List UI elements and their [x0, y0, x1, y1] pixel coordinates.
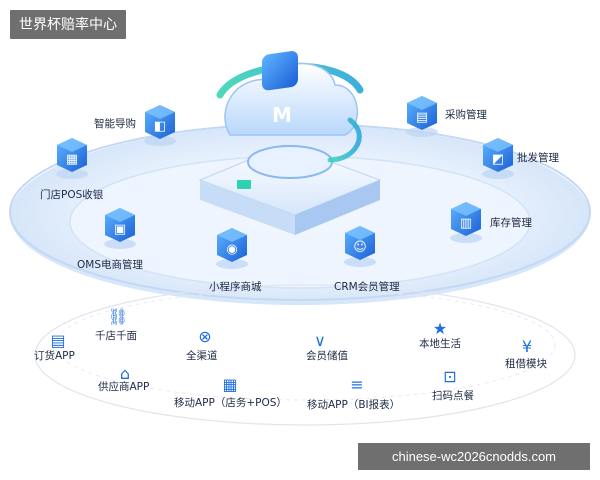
calculator-icon: ▦ — [222, 375, 237, 394]
scan-icon: ⊡ — [443, 367, 456, 386]
svg-text:¥: ¥ — [522, 337, 532, 356]
feature-label: 扫码点餐 — [432, 390, 474, 402]
stored-value-icon: ∨ — [314, 331, 326, 350]
central-platform — [198, 144, 382, 235]
feature-label: 千店千面 — [95, 330, 137, 342]
supplier-icon: ⌂ — [120, 364, 130, 383]
module-label: 采购管理 — [445, 109, 487, 121]
wholesale-icon: ◩ — [482, 138, 514, 179]
feature-clipboard: ▤ — [47, 329, 69, 356]
rental-icon: ¥ — [522, 337, 532, 356]
feature-rental: ¥ — [516, 335, 538, 362]
module-label: 库存管理 — [490, 217, 532, 229]
omnichannel-icon: ⊗ — [198, 327, 211, 346]
center-logo-text: M — [272, 103, 292, 127]
star-icon: ★ — [433, 319, 447, 338]
feature-label: 移动APP（店务+POS） — [174, 397, 287, 409]
feature-label: 会员储值 — [306, 350, 348, 362]
inventory-icon: ▥ — [450, 202, 482, 243]
feature-star: ★ — [429, 317, 451, 344]
module-wholesale: ◩ — [481, 136, 515, 185]
cloud-logo: M — [216, 51, 364, 163]
svg-text:◉: ◉ — [226, 242, 237, 257]
watermark-bottom: chinese-wc2026cnodds.com — [358, 443, 590, 470]
module-label: 门店POS收银 — [40, 189, 104, 201]
link-icon: ⛓ — [108, 307, 128, 326]
svg-text:★: ★ — [433, 319, 447, 338]
module-crm: ☺ — [343, 224, 377, 273]
svg-text:☺: ☺ — [353, 240, 367, 255]
feature-calculator: ▦ — [219, 373, 241, 400]
svg-text:▦: ▦ — [222, 375, 237, 394]
watermark-top: 世界杯赔率中心 — [10, 10, 126, 39]
feature-label: 移动APP（BI报表） — [307, 399, 401, 411]
feature-label: 订货APP — [34, 350, 75, 362]
feature-label: 供应商APP — [98, 381, 150, 393]
svg-text:⊗: ⊗ — [198, 327, 211, 346]
feature-stored-value: ∨ — [309, 329, 331, 356]
svg-text:≡: ≡ — [350, 375, 363, 394]
feature-supplier: ⌂ — [114, 362, 136, 389]
svg-text:◩: ◩ — [492, 152, 504, 167]
module-label: OMS电商管理 — [77, 259, 143, 271]
oms-icon: ▣ — [104, 208, 136, 249]
module-oms: ▣ — [103, 206, 137, 255]
svg-text:⊡: ⊡ — [443, 367, 456, 386]
mini-program-icon: ◉ — [216, 228, 248, 269]
clipboard-icon: ▤ — [50, 331, 65, 350]
feature-label: 全渠道 — [186, 350, 218, 362]
crm-icon: ☺ — [344, 226, 376, 267]
svg-text:⌂: ⌂ — [120, 364, 130, 383]
shopping-guide-icon: ◧ — [144, 105, 176, 146]
purchase-icon: ▤ — [406, 96, 438, 137]
svg-text:∨: ∨ — [314, 331, 326, 350]
module-inventory: ▥ — [449, 200, 483, 249]
module-label: 小程序商城 — [209, 281, 262, 293]
module-purchase: ▤ — [405, 94, 439, 143]
svg-text:▤: ▤ — [416, 110, 428, 125]
module-label: 智能导购 — [94, 118, 136, 130]
module-pos: ▦ — [55, 136, 89, 185]
feature-label: 租借模块 — [505, 358, 547, 370]
feature-label: 本地生活 — [419, 338, 461, 350]
pos-icon: ▦ — [56, 138, 88, 179]
module-mini-program: ◉ — [215, 226, 249, 275]
svg-text:▥: ▥ — [460, 216, 472, 231]
feature-link: ⛓ — [107, 305, 129, 332]
feature-scan: ⊡ — [439, 365, 461, 392]
module-label: CRM会员管理 — [334, 281, 400, 293]
module-shopping-guide: ◧ — [143, 103, 177, 152]
svg-text:▤: ▤ — [50, 331, 65, 350]
inner-orbit — [34, 284, 576, 426]
feature-omnichannel: ⊗ — [194, 325, 216, 352]
svg-text:▣: ▣ — [114, 222, 126, 237]
module-label: 批发管理 — [517, 152, 559, 164]
feature-report: ≡ — [346, 373, 368, 400]
svg-text:▦: ▦ — [66, 152, 78, 167]
svg-text:◧: ◧ — [154, 119, 166, 134]
report-icon: ≡ — [350, 375, 363, 394]
svg-text:⛓: ⛓ — [108, 307, 128, 326]
